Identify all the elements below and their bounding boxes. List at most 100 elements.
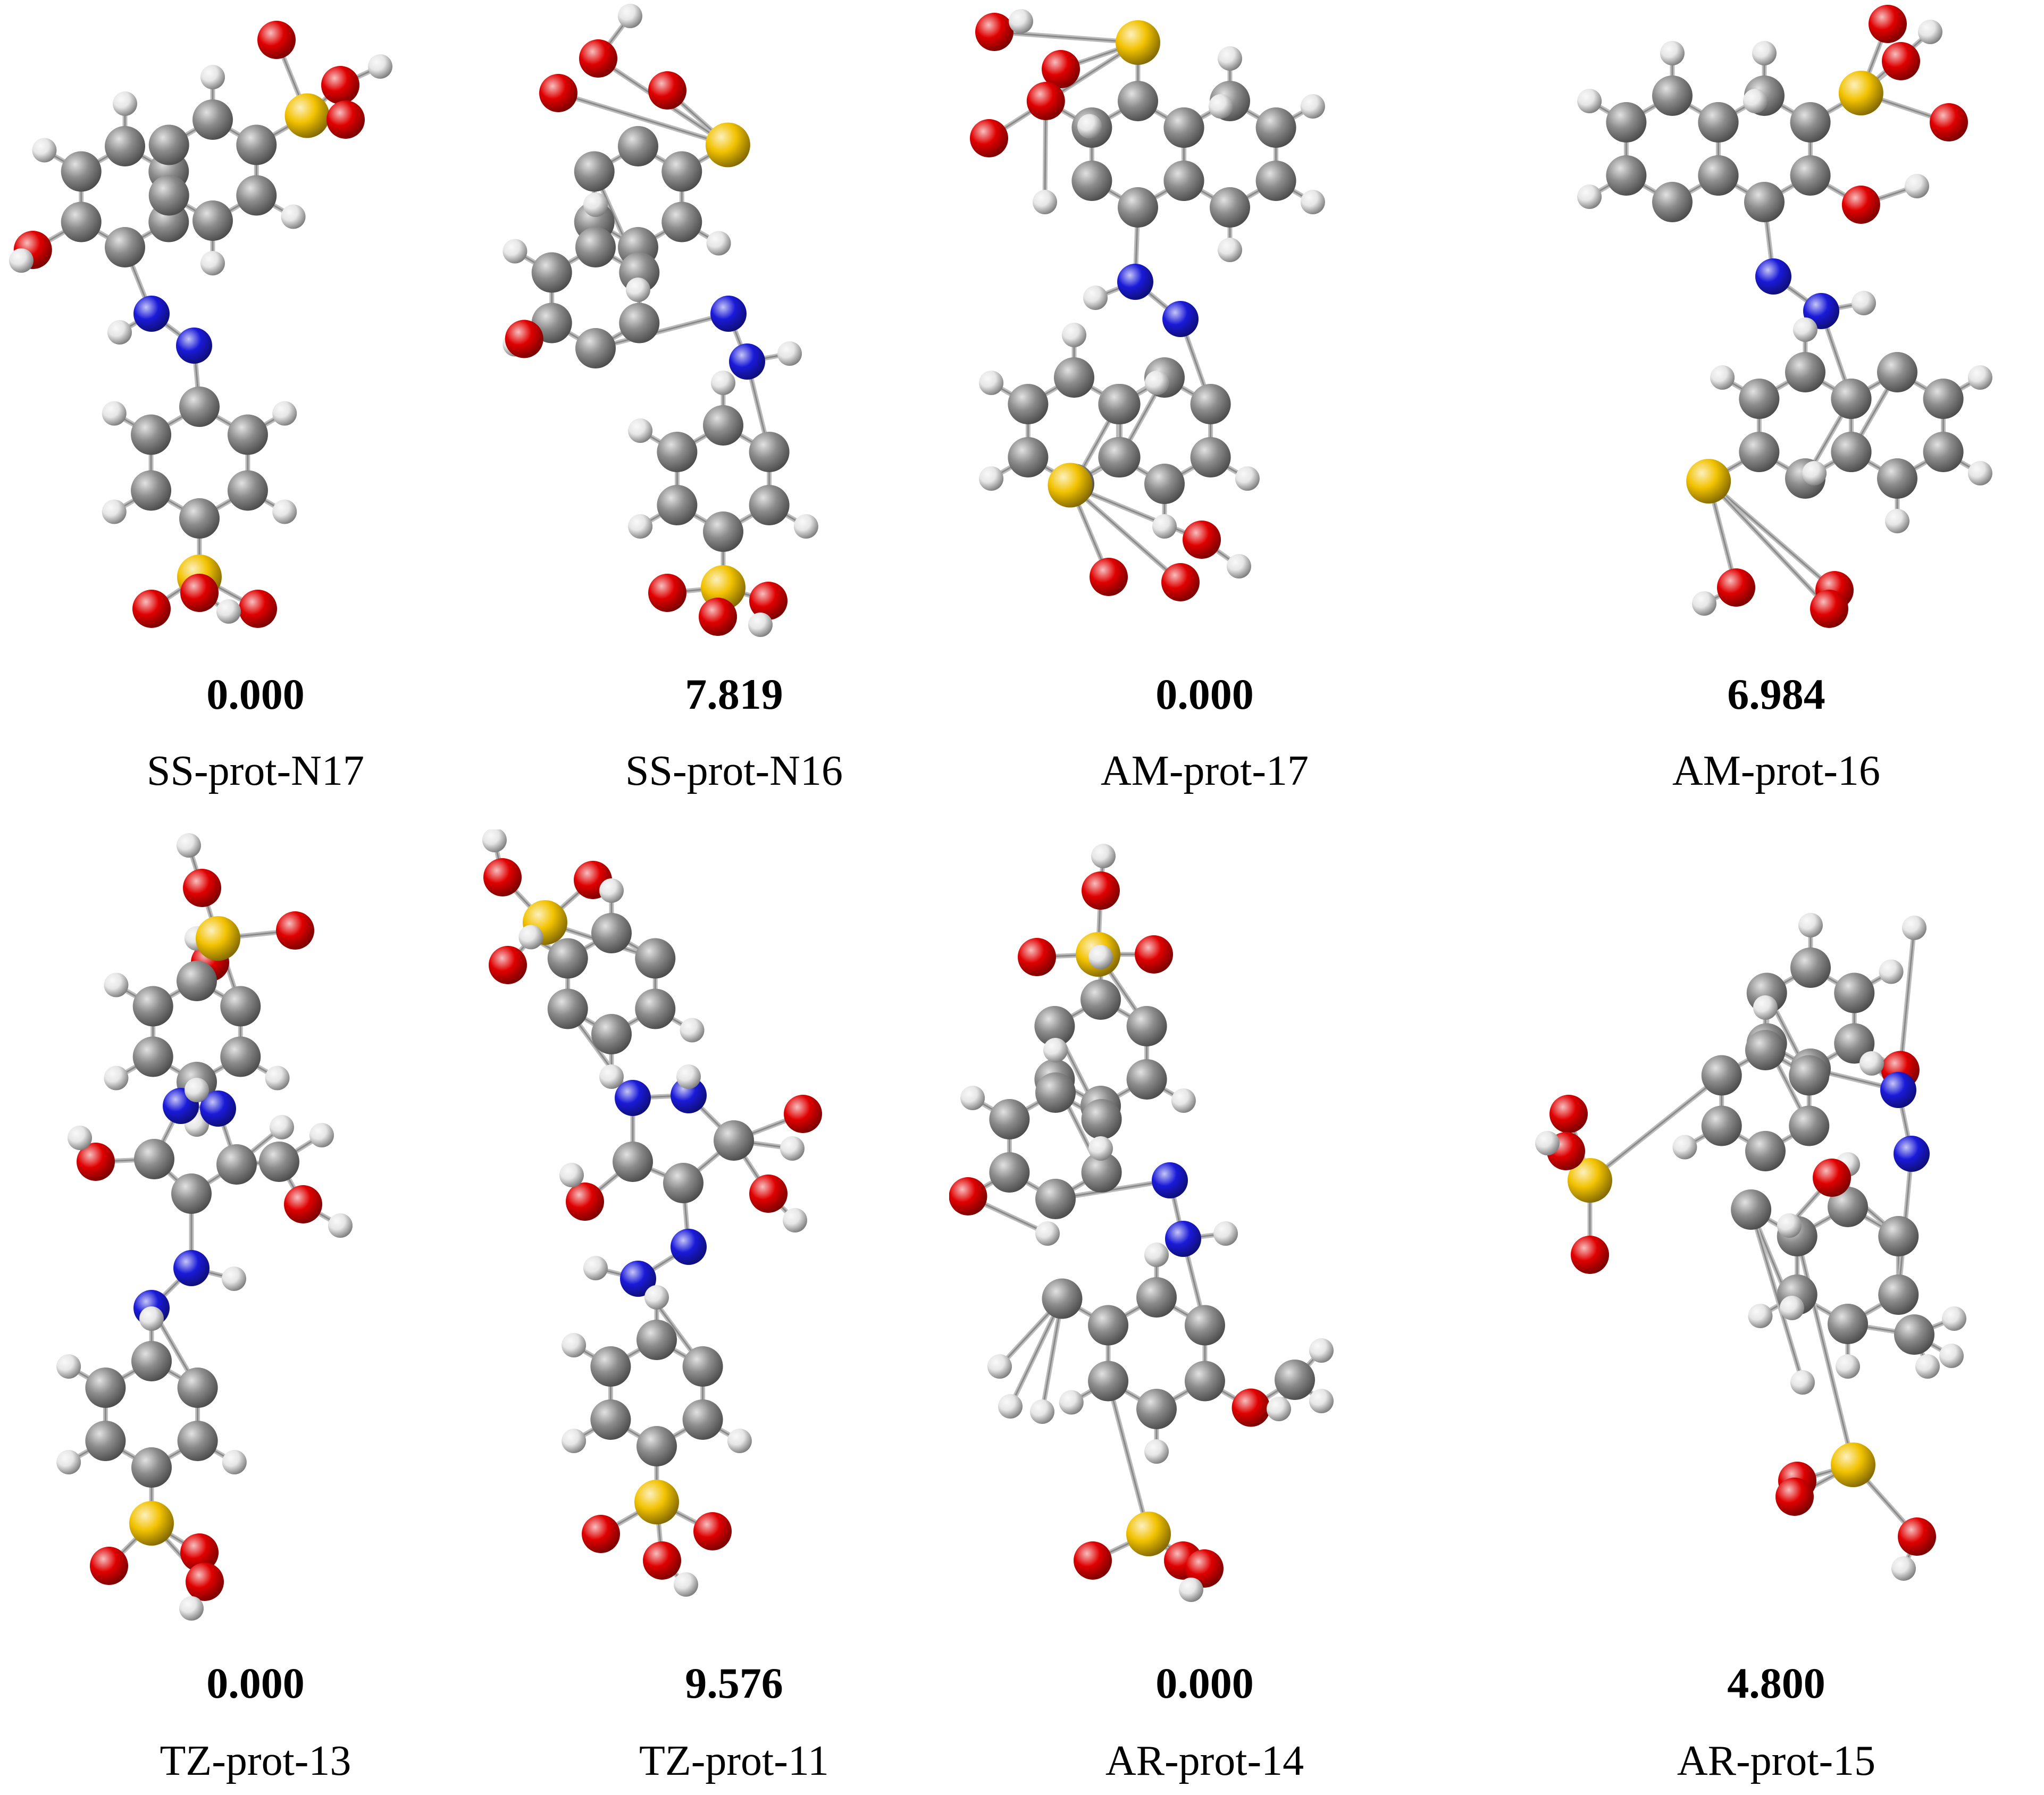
carbon-atom: [575, 227, 616, 267]
carbon-atom: [1054, 357, 1094, 398]
molecule-ar-prot-14: [949, 844, 1334, 1602]
bond-stick: [1707, 480, 1830, 610]
hydrogen-atom: [562, 1333, 587, 1357]
carbon-atom: [220, 986, 261, 1027]
hydrogen-atom: [1780, 1296, 1804, 1320]
carbon-atom: [236, 175, 277, 216]
hydrogen-atom: [1852, 291, 1876, 315]
oxygen-atom: [539, 74, 577, 112]
carbon-atom: [192, 99, 233, 140]
carbon-atom: [1144, 464, 1185, 504]
hydrogen-atom: [216, 599, 241, 624]
carbon-atom: [148, 124, 189, 165]
hydrogen-atom: [1748, 1304, 1773, 1328]
hydrogen-atom: [1235, 466, 1260, 491]
nitrogen-atom: [173, 1250, 210, 1286]
structure-label: AM-prot-17: [1100, 748, 1309, 794]
carbon-atom: [1698, 155, 1739, 196]
hydrogen-atom: [1062, 323, 1086, 347]
hydrogen-atom: [628, 418, 653, 443]
oxygen-atom: [180, 1533, 219, 1572]
hydrogen-atom: [1035, 1221, 1060, 1246]
energy-value: 4.800: [1727, 1659, 1825, 1707]
oxygen-atom: [1717, 568, 1755, 607]
carbon-atom: [177, 1421, 218, 1461]
hydrogen-atom: [706, 231, 731, 256]
hydrogen-atom: [502, 239, 527, 264]
oxygen-atom: [1183, 521, 1221, 559]
hydrogen-atom: [104, 972, 129, 997]
bond-stick: [993, 31, 1139, 44]
nitrogen-atom: [1165, 1221, 1201, 1257]
oxygen-atom: [970, 119, 1008, 157]
carbon-atom: [177, 1368, 218, 1408]
carbon-atom: [1071, 161, 1112, 201]
carbon-atom: [1894, 1314, 1934, 1355]
hydrogen-atom: [676, 1064, 701, 1089]
carbon-atom: [661, 202, 702, 242]
carbon-atom: [1652, 76, 1693, 116]
bond-stick: [1750, 1209, 1804, 1383]
hydrogen-atom: [960, 1086, 985, 1110]
molecule-tz-prot-13: [56, 833, 353, 1621]
hydrogen-atom: [783, 1208, 807, 1232]
hydrogen-atom: [1891, 1556, 1916, 1581]
carbon-atom: [85, 1368, 126, 1408]
panel-ss-prot-n17: 0.000 SS-prot-N17: [0, 0, 511, 813]
carbon-atom: [1255, 107, 1296, 148]
carbon-atom: [663, 1163, 703, 1203]
oxygen-atom: [1930, 103, 1968, 141]
oxygen-atom: [186, 1563, 224, 1601]
hydrogen-atom: [1043, 1038, 1068, 1062]
hydrogen-atom: [583, 1256, 608, 1280]
hydrogen-atom: [1802, 461, 1827, 485]
oxygen-atom: [276, 911, 314, 950]
carbon-atom: [1701, 1055, 1742, 1096]
hydrogen-atom: [200, 251, 225, 275]
hydrogen-atom: [1793, 317, 1817, 342]
carbon-atom: [1163, 107, 1204, 148]
sulfur-atom: [1686, 459, 1731, 504]
nitrogen-atom: [176, 328, 212, 364]
hydrogen-atom: [56, 1354, 81, 1379]
hydrogen-atom: [9, 248, 33, 273]
energy-value: 0.000: [1155, 1659, 1254, 1707]
carbon-atom: [220, 1036, 261, 1077]
hydrogen-atom: [368, 54, 392, 79]
hydrogen-atom: [222, 1266, 246, 1291]
hydrogen-atom: [270, 1115, 294, 1139]
carbon-atom: [618, 126, 658, 166]
carbon-atom: [682, 1399, 723, 1440]
sulfur-atom: [705, 122, 750, 167]
hydrogen-atom: [1798, 913, 1823, 937]
sulfur-atom: [1048, 463, 1093, 508]
hydrogen-atom: [1577, 89, 1602, 113]
oxygen-atom: [749, 1175, 788, 1213]
hydrogen-atom: [177, 833, 201, 858]
nitrogen-atom: [133, 296, 170, 332]
nitrogen-atom: [1755, 258, 1791, 295]
carbon-atom: [682, 1346, 723, 1387]
oxygen-atom: [1135, 935, 1173, 974]
hydrogen-atom: [104, 1066, 129, 1091]
carbon-atom: [134, 1139, 174, 1179]
carbon-atom: [661, 151, 702, 192]
carbon-atom: [1790, 102, 1831, 142]
hydrogen-atom: [1710, 365, 1735, 390]
carbon-atom: [1088, 1305, 1129, 1346]
molecule-ss-prot-n17: [9, 21, 392, 628]
hydrogen-atom: [777, 341, 802, 366]
hydrogen-atom: [185, 1078, 209, 1102]
bond-stick: [1796, 1235, 1854, 1466]
hydrogen-atom: [599, 1064, 624, 1089]
structure-label: SS-prot-N16: [625, 748, 843, 794]
hydrogen-atom: [482, 829, 507, 852]
bond-stick: [1069, 484, 1182, 583]
hydrogen-atom: [1577, 184, 1602, 209]
molecule-am-prot-17: [970, 9, 1325, 601]
carbon-atom: [1606, 155, 1647, 196]
oxygen-atom: [1018, 938, 1056, 976]
carbon-atom: [749, 432, 790, 472]
hydrogen-atom: [1152, 514, 1177, 539]
hydrogen-atom: [1967, 365, 1992, 390]
